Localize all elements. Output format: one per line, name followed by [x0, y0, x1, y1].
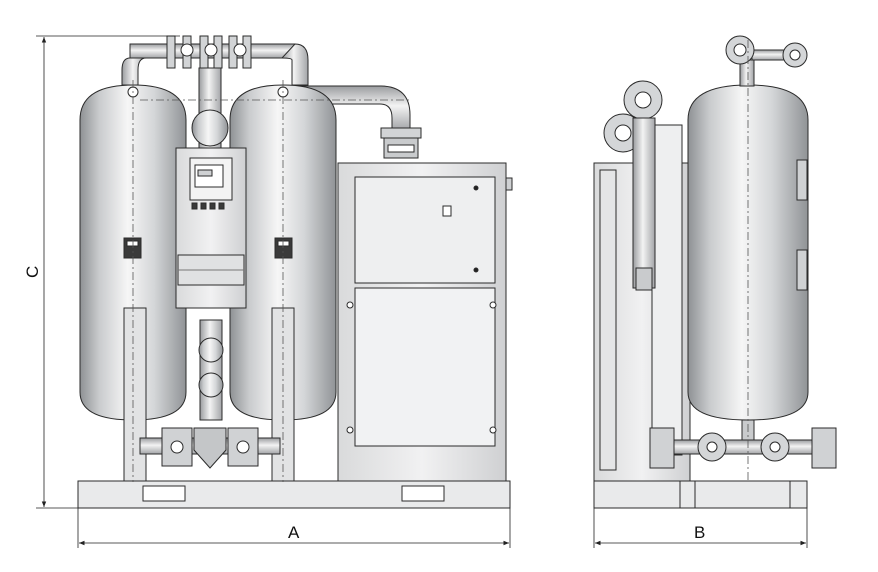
dimension-c-label: C [23, 266, 42, 278]
forklift-slot-right [401, 485, 445, 502]
side-base [593, 480, 808, 509]
front-centerlines [132, 80, 410, 482]
filter-flange [380, 127, 422, 139]
control-terminals [191, 202, 225, 210]
side-valve-right [811, 427, 837, 469]
side-vertical-filter [632, 117, 656, 289]
outlet-down-pipe-bulge [191, 109, 229, 147]
side-valve-left [649, 427, 675, 469]
left-support-leg [123, 307, 147, 482]
front-view [77, 35, 513, 509]
top-valve-flanges [166, 35, 252, 69]
side-lower-pipe [654, 439, 826, 455]
dimension-lines [36, 35, 808, 548]
cabinet-lock [442, 205, 452, 217]
side-view [593, 35, 837, 509]
cabinet-upper-door [354, 176, 496, 284]
top-pipe-elbow-left [121, 57, 147, 86]
cabinet-lower-door [354, 287, 496, 447]
dimension-b-label: B [694, 523, 705, 542]
dimension-a-label: A [288, 523, 300, 542]
center-valve-body [193, 427, 227, 469]
forklift-slot-left [142, 485, 186, 502]
lower-pipe [199, 319, 223, 421]
